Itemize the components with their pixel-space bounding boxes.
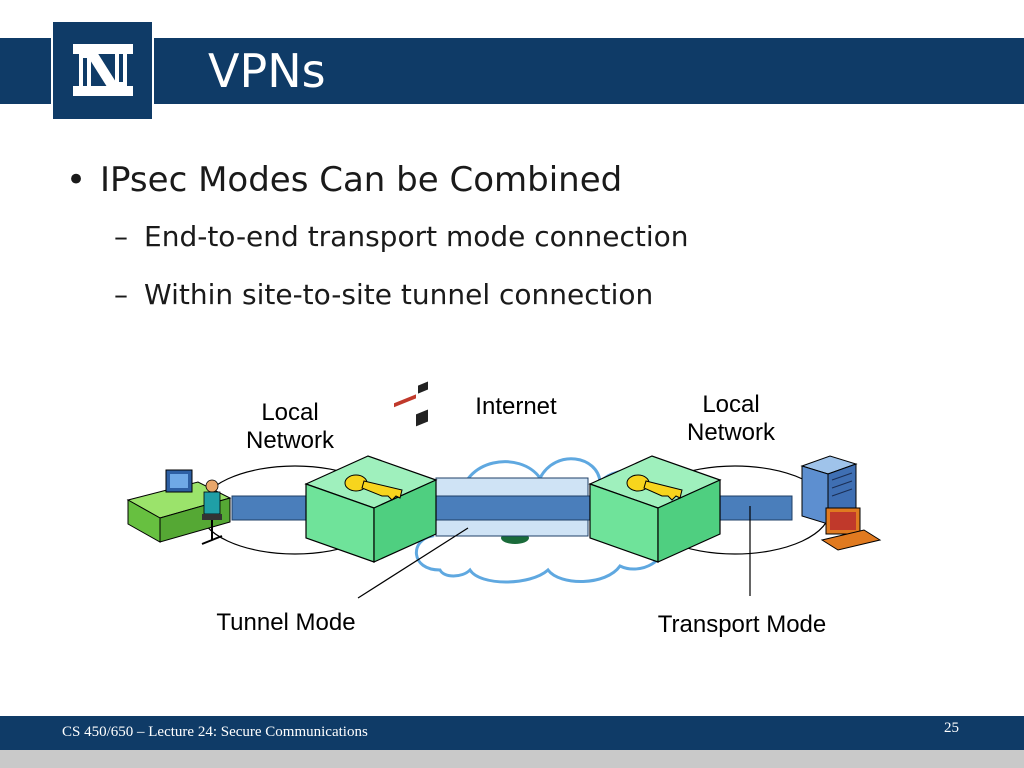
right-network-label: Network xyxy=(687,419,776,446)
page-number: 25 xyxy=(944,720,959,736)
sub-bullet-item: –End-to-end transport mode connection xyxy=(114,208,986,266)
footer-course-title: CS 450/650 – Lecture 24: Secure Communic… xyxy=(62,724,368,740)
tunnel-mode-pointer xyxy=(357,527,469,599)
left-gateway-icon xyxy=(304,381,438,563)
right-gateway-icon xyxy=(588,455,722,563)
sub-bullet-text: End-to-end transport mode connection xyxy=(144,220,689,253)
title-bar xyxy=(0,38,1024,104)
university-logo xyxy=(51,20,154,121)
user-workstation-icon xyxy=(126,469,232,545)
footer-strip xyxy=(0,750,1024,768)
bullet-list: • IPsec Modes Can be Combined –End-to-end… xyxy=(66,152,986,324)
dash-icon: – xyxy=(114,278,128,311)
left-network-label: Local xyxy=(261,399,318,426)
bullet-text: IPsec Modes Can be Combined xyxy=(100,160,623,200)
right-network-label: Local xyxy=(702,391,759,418)
key-icon xyxy=(626,474,683,501)
bullet-dot-icon: • xyxy=(66,160,87,200)
n-logo-icon xyxy=(73,44,133,96)
slide-title: VPNs xyxy=(208,44,326,98)
dash-icon: – xyxy=(114,220,128,253)
bullet-item: • IPsec Modes Can be Combined xyxy=(66,152,986,208)
internet-label: Internet xyxy=(475,393,557,420)
key-icon xyxy=(344,474,403,501)
sub-bullet-text: Within site-to-site tunnel connection xyxy=(144,278,654,311)
server-computer-icon xyxy=(800,455,882,551)
ipsec-diagram: Local Network Internet Local Network Tun… xyxy=(126,381,882,638)
sub-bullet-item: –Within site-to-site tunnel connection xyxy=(114,266,986,324)
tunnel-mode-label: Tunnel Mode xyxy=(216,609,355,636)
transport-mode-label: Transport Mode xyxy=(658,611,827,638)
left-network-label: Network xyxy=(246,427,335,454)
footer-bar xyxy=(0,716,1024,750)
